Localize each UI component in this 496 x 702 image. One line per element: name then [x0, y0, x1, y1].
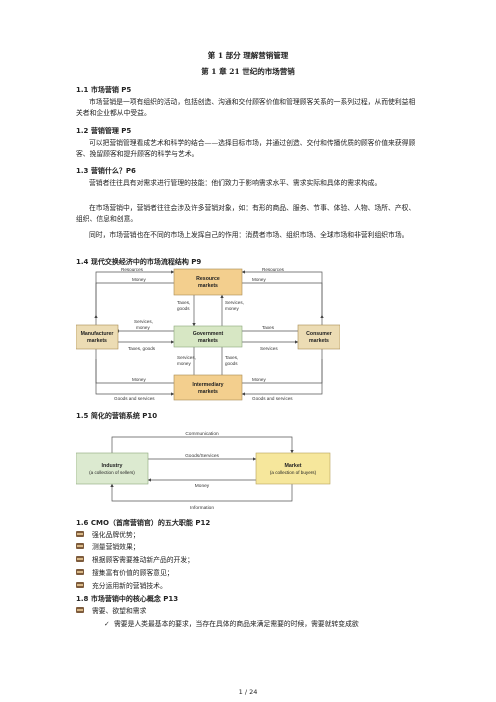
industry-title: Industry [102, 463, 123, 469]
section-5-heading: 1.5 简化的营销系统 P10 [76, 412, 158, 420]
services-money-top-2: money [225, 306, 239, 311]
check-paragraph: ✓需要是人类最基本的要求，当存在具体的商品来满足需要的时候，需要就转变成欲 [104, 620, 359, 628]
bullet-icon [76, 568, 84, 576]
bullet-icon [76, 542, 84, 550]
section-3-para-1: 营销者往往具有对需求进行管理的技能：他们致力于影响需求水平、需求实际和具体的需求… [89, 179, 382, 187]
market-subtitle: (a collection of buyers) [270, 470, 317, 475]
section-6-heading: 1.6 CMO（首席营销官）的五大职能 P12 [76, 519, 211, 527]
core-concept-item: 需要、欲望和需求 [76, 606, 146, 616]
cmo-item-3: 根据顾客需要推动新产品的开发； [76, 555, 194, 565]
resource-label-1: Resource [196, 276, 220, 282]
consumer-markets-box [297, 324, 340, 350]
section-4-heading: 1.4 现代交换经济中的市场流程结构 P9 [76, 258, 202, 266]
taxes-goods-bottom-2: goods [225, 361, 238, 366]
money-bottom-left-label: Money [132, 377, 146, 382]
cmo-item-2: 测量营销效果； [76, 542, 140, 552]
resource-markets-box [173, 268, 243, 296]
resources-left-label: Resources [121, 267, 144, 272]
bullet-icon [76, 530, 84, 538]
section-3-para-3: 同时，市场营销也在不同的市场上发挥自己的作用：消费者市场、组织市场、全球市场和非… [89, 231, 409, 239]
manufacturer-markets-box [76, 324, 119, 350]
services-money-bottom-2: money [177, 361, 191, 366]
government-label-1: Government [193, 331, 224, 337]
taxes-goods-bottom-1: Taxes, [225, 355, 238, 360]
section-3-para-2: 在市场营销中，营销者往往会涉及许多营销对象，如：有形的商品、服务、节事、体验、人… [76, 204, 416, 223]
goods-services-left-label: Goods and services [114, 396, 155, 401]
manufacturer-label-2: markets [87, 338, 107, 344]
chapter-title: 第 1 章 21 世纪的市场营销 [201, 67, 295, 76]
section-3-heading: 1.3 营销什么？P6 [76, 167, 136, 175]
manufacturer-label-1: Manufacturer [81, 331, 114, 337]
resource-label-2: markets [198, 283, 218, 289]
communication-label: Communication [185, 431, 219, 437]
services-money-left-1: Services, [134, 319, 153, 324]
section-1-heading: 1.1 市场营销 P5 [76, 86, 132, 94]
section-2-text: 可以把营销管理看成艺术和科学的结合——选择目标市场，并通过创造、交付和传播优质的… [76, 139, 416, 158]
information-label: Information [190, 505, 214, 511]
bullet-icon [76, 581, 84, 589]
intermediary-markets-box [173, 374, 243, 401]
money-top-right-label: Money [252, 277, 266, 282]
part-title: 第 1 部分 理解营销管理 [207, 51, 289, 60]
services-money-bottom-1: Services, [177, 355, 196, 360]
intermediary-label-1: Intermediary [192, 382, 223, 388]
bullet-icon [76, 555, 84, 563]
taxes-goods-top-2: goods [177, 306, 190, 311]
intermediary-label-2: markets [198, 389, 218, 395]
services-right-label: Services [260, 346, 278, 351]
section-1-text: 市场营销是一项有组织的活动，包括创造、沟通和交付顾客价值和管理顾客关系的一系列过… [76, 98, 416, 117]
money-bottom-right-label: Money [252, 377, 266, 382]
cmo-item-4: 搜集富有价值的顾客意见； [76, 568, 174, 578]
section-7-heading: 1.8 市场营销中的核心概念 P13 [76, 595, 179, 603]
goods-services-right-label: Goods and services [252, 396, 293, 401]
services-money-left-2: money [136, 325, 150, 330]
resources-right-label: Resources [262, 267, 285, 272]
market-flow-diagram: Resource markets Manufacturer markets Go… [76, 267, 340, 401]
services-money-top-1: Services, [225, 300, 244, 305]
taxes-goods-left-label: Taxes, goods [128, 346, 156, 351]
market-box [255, 452, 331, 485]
government-label-2: markets [198, 338, 218, 344]
industry-subtitle: (a collection of sellers) [89, 470, 135, 475]
government-markets-box [173, 325, 243, 348]
cmo-item-5: 充分运用新的营销技术。 [76, 581, 167, 591]
section-2-heading: 1.2 营销管理 P5 [76, 127, 132, 135]
money-top-left-label: Money [132, 277, 146, 282]
marketing-system-diagram: Communication Goods/Services Money Infor… [76, 431, 331, 511]
cmo-item-1: 强化品牌优势； [76, 530, 140, 540]
check-icon: ✓ [104, 620, 110, 628]
consumer-label-2: markets [309, 338, 329, 344]
consumer-label-1: Consumer [306, 331, 332, 337]
market-title: Market [284, 463, 301, 469]
money-label: Money [195, 483, 210, 489]
goods-services-label: Goods/Services [185, 453, 219, 459]
taxes-goods-top-1: Taxes, [177, 300, 190, 305]
taxes-right-label: Taxes [262, 325, 275, 330]
page-number: 1 / 24 [238, 688, 258, 696]
bullet-icon [76, 606, 84, 614]
industry-box [76, 452, 149, 485]
